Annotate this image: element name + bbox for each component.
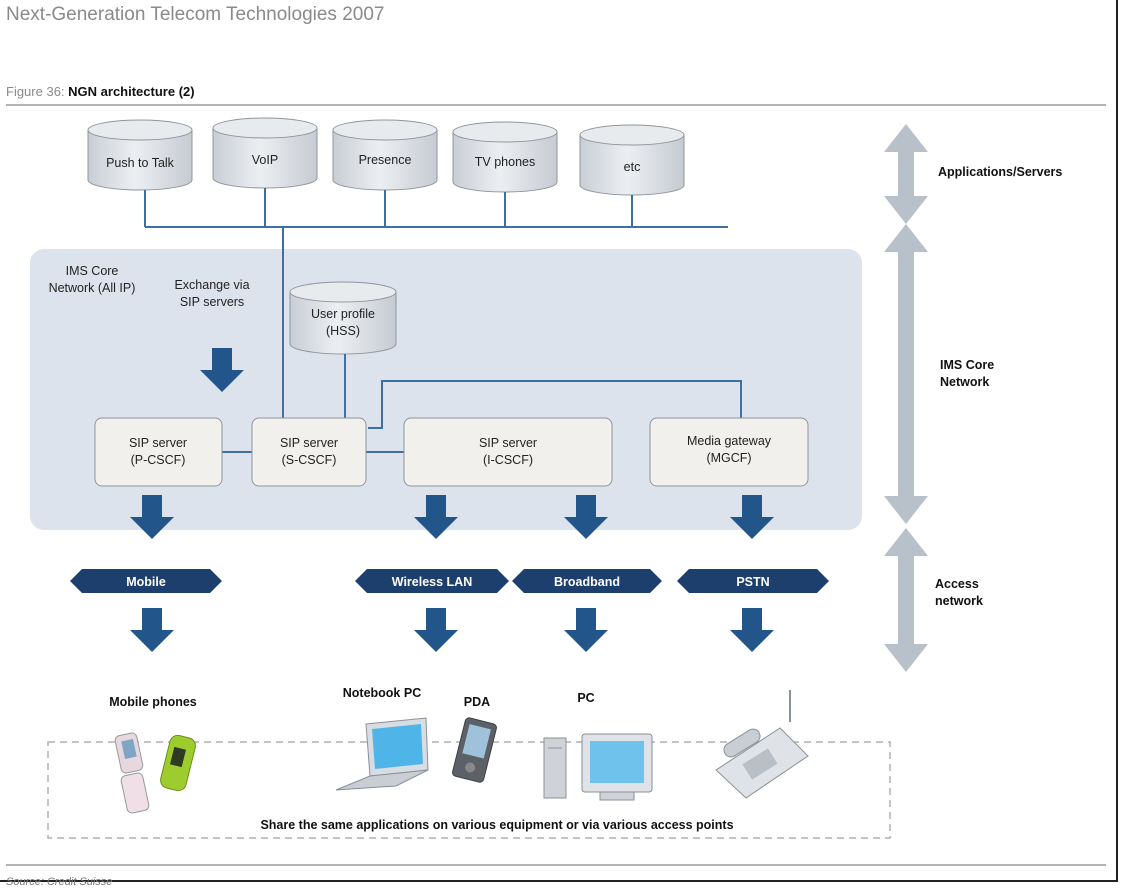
app-label: TV phones (475, 155, 535, 169)
layer-arrow-access (884, 528, 928, 672)
device-label-mobile-phones: Mobile phones (109, 695, 197, 709)
figure-frame (0, 0, 1118, 882)
share-caption: Share the same applications on various e… (260, 818, 733, 832)
figure-label: Figure 36: (6, 84, 69, 99)
green-phone-icon (160, 734, 196, 792)
device-label-pda: PDA (464, 695, 490, 709)
layer-arrow-apps (884, 124, 928, 224)
svg-text:PSTN: PSTN (736, 575, 769, 589)
svg-text:Wireless LAN: Wireless LAN (392, 575, 472, 589)
bottom-rule (6, 864, 1106, 866)
layer-arrows (884, 124, 928, 672)
server-label-1: SIP server (280, 436, 338, 450)
ims-core-title-1: IMS Core (66, 264, 119, 278)
figure-caption: Figure 36: NGN architecture (2) (6, 84, 195, 99)
access-tag-wireless-lan: Wireless LAN (355, 569, 509, 593)
app-cylinder-voip: VoIP (212, 117, 318, 189)
app-label: Presence (359, 153, 412, 167)
server-label-2: (MGCF) (706, 451, 751, 465)
server-label-2: (P-CSCF) (131, 453, 186, 467)
figure-title: NGN architecture (2) (68, 84, 195, 99)
sip-server-i-cscf: SIP server (I-CSCF) (403, 417, 613, 487)
pda-icon (452, 717, 497, 783)
access-tag-pstn: PSTN (677, 569, 829, 593)
layer-label-access-1: Access (935, 577, 979, 591)
arrow-to-mobile-phones (130, 608, 174, 652)
server-label-2: (I-CSCF) (483, 453, 533, 467)
pc-icon (543, 733, 653, 801)
ims-connections (222, 354, 742, 453)
server-label-2: (S-CSCF) (282, 453, 337, 467)
document-title: Next-Generation Telecom Technologies 200… (6, 4, 385, 25)
svg-text:Mobile: Mobile (126, 575, 166, 589)
server-label-1: SIP server (129, 436, 187, 450)
flip-phone-icon (114, 732, 150, 814)
app-cylinder-presence: Presence (332, 119, 438, 191)
app-cylinder-etc: etc (579, 124, 685, 196)
server-label-1: SIP server (479, 436, 537, 450)
notebook-pc-icon (335, 717, 429, 791)
layer-label-access-2: network (935, 594, 983, 608)
desk-phone-icon (715, 690, 809, 799)
sip-server-p-cscf: SIP server (P-CSCF) (94, 417, 223, 487)
user-profile-label-2: (HSS) (326, 324, 360, 338)
svg-text:Broadband: Broadband (554, 575, 620, 589)
app-label: Push to Talk (106, 156, 175, 170)
layer-label-apps: Applications/Servers (938, 165, 1062, 179)
device-label-pc: PC (577, 691, 594, 705)
app-label: VoIP (252, 153, 278, 167)
exchange-label-1: Exchange via (174, 278, 249, 292)
access-tag-mobile: Mobile (70, 569, 222, 593)
access-tag-broadband: Broadband (512, 569, 662, 593)
media-gateway-mgcf: Media gateway (MGCF) (649, 417, 809, 487)
app-label: etc (624, 160, 641, 174)
user-profile-label-1: User profile (311, 307, 375, 321)
device-label-notebook: Notebook PC (343, 686, 421, 700)
top-rule (6, 104, 1106, 106)
app-cylinder-push-to-talk: Push to Talk (87, 119, 193, 191)
layer-label-ims-1: IMS Core (940, 358, 994, 372)
server-label-1: Media gateway (687, 434, 772, 448)
source-note: Source: Credit Suisse (6, 876, 113, 888)
ims-core-panel (30, 249, 862, 530)
arrow-to-notebook (414, 608, 458, 652)
application-bus (144, 188, 728, 418)
user-profile-cylinder: User profile (HSS) (289, 281, 397, 355)
exchange-label-2: SIP servers (180, 295, 244, 309)
app-cylinder-tv-phones: TV phones (452, 121, 558, 193)
layer-label-ims-2: Network (940, 375, 989, 389)
arrow-to-pc (564, 608, 608, 652)
ims-core-title-2: Network (All IP) (49, 281, 136, 295)
layer-arrow-ims (884, 224, 928, 524)
sip-server-s-cscf: SIP server (S-CSCF) (251, 417, 367, 487)
arrow-to-phone (730, 608, 774, 652)
